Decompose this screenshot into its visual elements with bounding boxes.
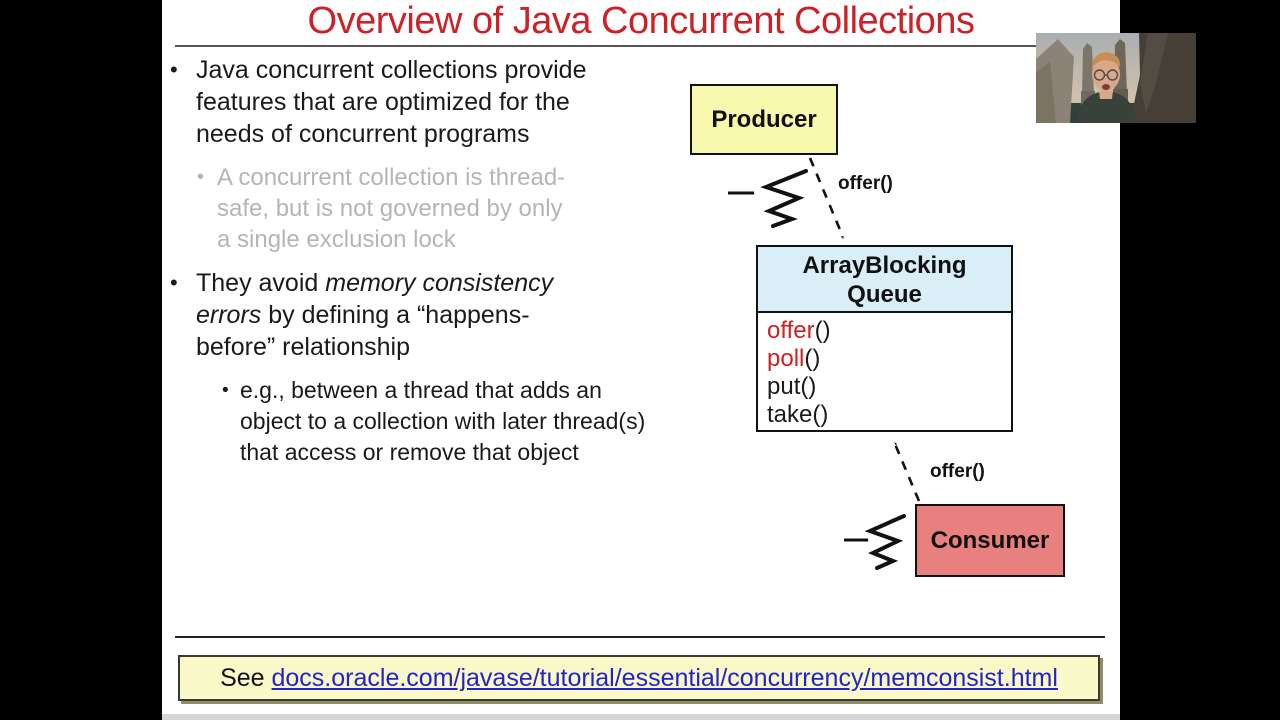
bullet-item: • Java concurrent collections provide fe… [170, 54, 760, 150]
bullet-item: • They avoid memory consistency errors b… [170, 267, 760, 363]
consumer-call-arrow [895, 444, 921, 502]
producer-call-arrow [808, 157, 843, 237]
bullet-line: Java concurrent collections provide [196, 56, 587, 84]
reference-link[interactable]: docs.oracle.com/javase/tutorial/essentia… [271, 663, 1058, 692]
producer-box: Producer [690, 84, 838, 155]
producer-arrow-label: offer() [838, 173, 893, 194]
title-divider [175, 45, 1103, 47]
bullet-line: safe, but is not governed by only [217, 195, 563, 222]
slide-bottom-edge [162, 714, 1120, 720]
bullet-line: features that are optimized for the [196, 88, 570, 116]
queue-method: take() [767, 401, 829, 428]
bullet-line: e.g., between a thread that adds an [240, 377, 602, 403]
queue-method: offer() [767, 317, 831, 344]
speaker-person [1076, 52, 1136, 123]
presentation-slide: Overview of Java Concurrent Collections … [162, 0, 1120, 720]
footer-divider [175, 636, 1105, 638]
consumer-box: Consumer [915, 504, 1065, 577]
reference-callout: See docs.oracle.com/javase/tutorial/esse… [178, 655, 1100, 701]
bullet-icon: • [222, 380, 229, 401]
slide-title: Overview of Java Concurrent Collections [307, 0, 975, 42]
queue-method-list: offer() poll() put() take() [758, 313, 1011, 429]
bullet-icon: • [170, 270, 178, 295]
reference-prefix: See [220, 663, 272, 692]
queue-class-name: ArrayBlocking Queue [758, 247, 1011, 313]
bullet-list: • Java concurrent collections provide fe… [170, 54, 760, 468]
bullet-line: before” relationship [196, 333, 411, 361]
bullet-item-sub: • A concurrent collection is thread- saf… [197, 162, 760, 255]
bullet-line: that access or remove that object [240, 439, 579, 465]
bullet-line: They avoid memory consistency [196, 269, 554, 297]
queue-method: poll() [767, 345, 821, 372]
bullet-line: errors by defining a “happens- [196, 301, 530, 329]
webcam-overlay [1036, 33, 1196, 123]
arrayblockingqueue-box: ArrayBlocking Queue offer() poll() put()… [756, 245, 1013, 432]
bullet-icon: • [197, 166, 205, 188]
bullet-line: needs of concurrent programs [196, 120, 530, 148]
consumer-thread-icon [844, 514, 906, 570]
speaker-video [1036, 33, 1196, 123]
bullet-line: a single exclusion lock [217, 226, 456, 253]
glasses [1093, 69, 1119, 81]
queue-method: put() [767, 373, 817, 400]
bullet-icon: • [170, 57, 178, 82]
bullet-line: A concurrent collection is thread- [217, 164, 566, 191]
bullet-item-subsub: • e.g., between a thread that adds an ob… [222, 375, 760, 468]
bullet-line: object to a collection with later thread… [240, 408, 646, 434]
consumer-arrow-label: offer() [930, 461, 985, 482]
